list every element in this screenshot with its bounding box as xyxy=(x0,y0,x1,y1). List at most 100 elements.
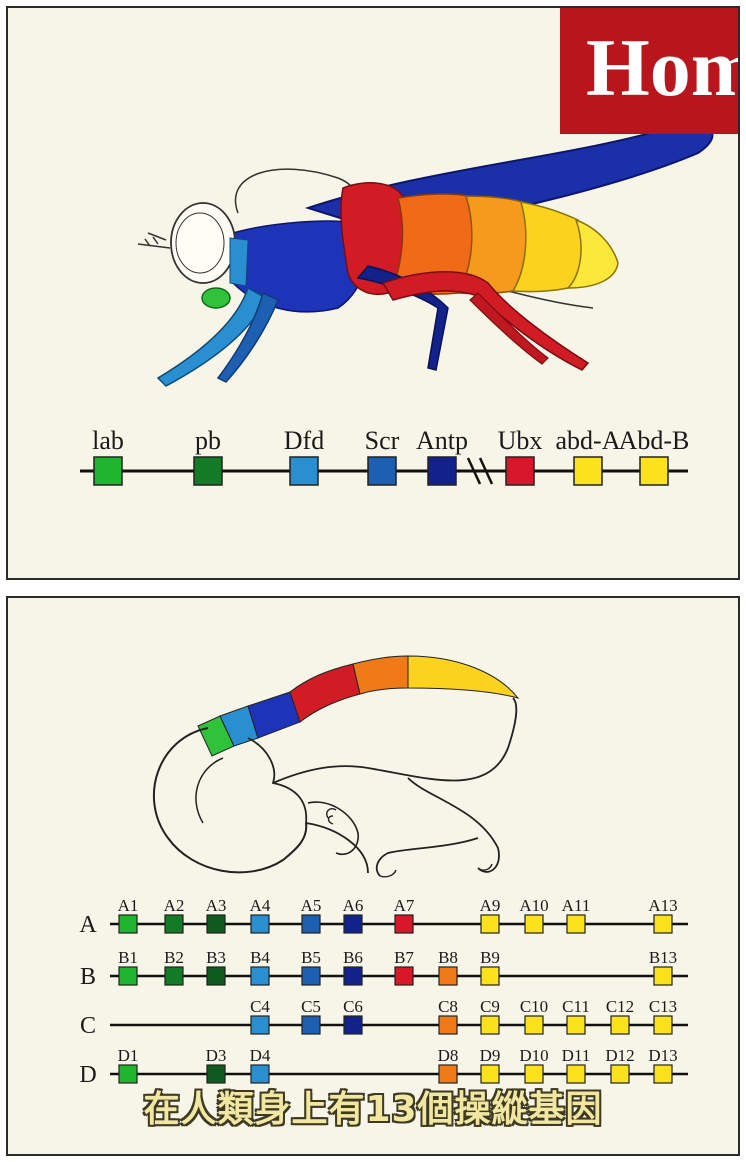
hox-gene-label: A4 xyxy=(250,896,271,915)
hox-gene-label: A3 xyxy=(206,896,227,915)
hox-gene-box-B2 xyxy=(165,967,183,985)
hox-gene-label: B9 xyxy=(480,948,500,967)
embryo-foot xyxy=(380,864,492,877)
hox-gene-label: B1 xyxy=(118,948,138,967)
fly-panel: Hom lab pb Dfd Scr Antp Ubx abd-AAbd-B xyxy=(6,6,740,580)
hox-gene-label: A9 xyxy=(480,896,501,915)
hox-gene-label: B7 xyxy=(394,948,414,967)
hox-gene-label: B6 xyxy=(343,948,363,967)
hox-gene-label: D13 xyxy=(648,1046,677,1065)
hox-gene-box-C6 xyxy=(344,1016,362,1034)
hox-gene-label: C13 xyxy=(649,997,677,1016)
hox-gene-box-C10 xyxy=(525,1016,543,1034)
hox-gene-label: C8 xyxy=(438,997,458,1016)
hox-gene-label: D1 xyxy=(118,1046,139,1065)
hox-gene-box-B9 xyxy=(481,967,499,985)
fly-gene-box-abd-A xyxy=(574,457,602,485)
fly-gene-label: abd-A xyxy=(556,426,621,455)
hox-gene-label: A10 xyxy=(519,896,548,915)
hox-gene-label: D8 xyxy=(438,1046,459,1065)
fly-gene-label: lab xyxy=(92,426,124,455)
hox-gene-box-A11 xyxy=(567,915,585,933)
hox-gene-box-C13 xyxy=(654,1016,672,1034)
hox-gene-label: A5 xyxy=(301,896,322,915)
hox-gene-box-C9 xyxy=(481,1016,499,1034)
hox-gene-box-A4 xyxy=(251,915,269,933)
hox-gene-label: B8 xyxy=(438,948,458,967)
fly-gene-box-pb xyxy=(194,457,222,485)
hox-gene-label: B13 xyxy=(649,948,677,967)
hox-gene-label: C12 xyxy=(606,997,634,1016)
hox-gene-box-A2 xyxy=(165,915,183,933)
embryo-head xyxy=(154,728,306,872)
fly-gene-label: pb xyxy=(195,426,221,455)
human-embryo-illustration: A A1 A2 A3 A4 A5 A6 A7 A9 A10 A11 A13B B1 B2 B3 B4 B5 B6 B… xyxy=(8,598,738,1154)
fly-gene-box-Scr xyxy=(368,457,396,485)
hox-gene-box-B3 xyxy=(207,967,225,985)
fly-gene-label: Ubx xyxy=(498,426,543,455)
fly-gene-box-Abd-B xyxy=(640,457,668,485)
hox-gene-label: D4 xyxy=(250,1046,271,1065)
hox-gene-label: C10 xyxy=(520,997,548,1016)
hox-gene-label: A2 xyxy=(164,896,185,915)
hox-gene-label: D11 xyxy=(562,1046,591,1065)
hox-gene-box-A6 xyxy=(344,915,362,933)
hox-gene-label: C11 xyxy=(562,997,590,1016)
hox-gene-box-C5 xyxy=(302,1016,320,1034)
fly-gene-label: Antp xyxy=(416,426,468,455)
fly-mouthparts xyxy=(202,288,230,308)
fly-gene-box-Dfd xyxy=(290,457,318,485)
hox-gene-label: D10 xyxy=(519,1046,548,1065)
hox-gene-box-A10 xyxy=(525,915,543,933)
hox-gene-label: D9 xyxy=(480,1046,501,1065)
embryo-spine-orange xyxy=(353,656,408,694)
fly-gene-label: Scr xyxy=(365,426,400,455)
fly-antenna xyxy=(138,233,170,248)
hox-gene-box-C12 xyxy=(611,1016,629,1034)
fly-gene-label: Abd-B xyxy=(619,426,690,455)
fly-gene-box-Ubx xyxy=(506,457,534,485)
hox-gene-box-C11 xyxy=(567,1016,585,1034)
fly-gene-box-Antp xyxy=(428,457,456,485)
fly-head xyxy=(171,203,235,283)
hox-gene-box-B7 xyxy=(395,967,413,985)
hox-gene-box-C8 xyxy=(439,1016,457,1034)
hox-gene-label: C5 xyxy=(301,997,321,1016)
hox-gene-label: A11 xyxy=(562,896,591,915)
hox-gene-box-B4 xyxy=(251,967,269,985)
human-panel: A A1 A2 A3 A4 A5 A6 A7 A9 A10 A11 A13B B1 B2 B3 B4 B5 B6 B… xyxy=(6,596,740,1156)
hox-gene-label: A7 xyxy=(394,896,415,915)
subtitle-caption: 在人類身上有13個操縱基因 xyxy=(8,1080,738,1132)
hox-gene-box-B1 xyxy=(119,967,137,985)
hox-gene-label: A13 xyxy=(648,896,677,915)
hox-gene-box-A13 xyxy=(654,915,672,933)
embryo-spine-red xyxy=(290,664,360,722)
hox-gene-label: A1 xyxy=(118,896,139,915)
hox-gene-box-B6 xyxy=(344,967,362,985)
embryo-spine-yellow xyxy=(408,656,518,698)
fly-gene-box-lab xyxy=(94,457,122,485)
hox-gene-label: C6 xyxy=(343,997,363,1016)
hox-gene-box-B8 xyxy=(439,967,457,985)
hox-gene-label: B4 xyxy=(250,948,270,967)
hox-gene-label: B5 xyxy=(301,948,321,967)
fly-gene-label: Dfd xyxy=(284,426,324,455)
hox-gene-box-A5 xyxy=(302,915,320,933)
hox-gene-label: C9 xyxy=(480,997,500,1016)
hox-gene-box-A7 xyxy=(395,915,413,933)
cluster-name-B: B xyxy=(80,964,96,990)
hox-gene-label: C4 xyxy=(250,997,270,1016)
hox-gene-box-C4 xyxy=(251,1016,269,1034)
cluster-name-C: C xyxy=(80,1013,96,1039)
hox-gene-box-A1 xyxy=(119,915,137,933)
cluster-name-A: A xyxy=(79,912,97,938)
hox-gene-box-B5 xyxy=(302,967,320,985)
hox-gene-box-A3 xyxy=(207,915,225,933)
hox-gene-label: B3 xyxy=(206,948,226,967)
hox-gene-label: B2 xyxy=(164,948,184,967)
embryo-leg xyxy=(377,778,499,876)
hox-gene-label: A6 xyxy=(343,896,364,915)
banner-title: Hom xyxy=(586,18,740,118)
hox-gene-label: D12 xyxy=(605,1046,634,1065)
title-banner: Hom xyxy=(560,8,740,134)
